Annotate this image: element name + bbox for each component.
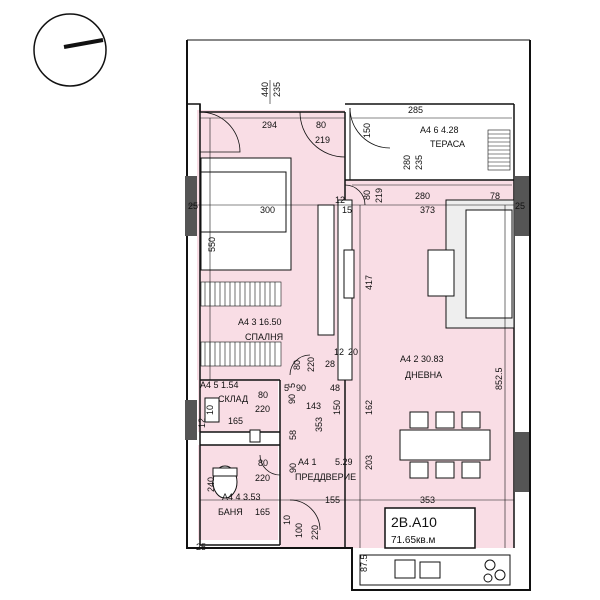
doors [199,107,391,531]
dim-78: 78 [490,191,500,201]
dim-235: 235 [272,82,282,97]
wardrobe [200,281,282,367]
bath-fill [198,445,278,540]
storage-name: СКЛАД [218,394,248,404]
dim-20: 20 [348,347,358,357]
dim-353-a: 353 [314,417,324,432]
dim-58: 58 [288,430,298,440]
dimension-lines [188,80,514,548]
dim-80-b: 80 [362,190,372,200]
dim-417: 417 [364,275,374,290]
unit-tag: 2В.А10 71.65кв.м [384,507,476,549]
hall-name: ПРЕДДВЕРИЕ [295,472,356,482]
dim-10-a: 10 [205,405,215,415]
north-arrow-icon [33,13,107,87]
dim-165-a: 165 [228,416,243,426]
dim-80-e: 80 [258,458,268,468]
dim-12: 12 [335,195,345,205]
terrace-name: ТЕРАСА [430,139,465,149]
dim-155: 155 [325,495,340,505]
dim-203: 203 [364,455,374,470]
dim-852-5: 852.5 [494,367,504,390]
hall-area: 5.29 [335,457,353,467]
storage-id-area: А4 5 1.54 [200,380,239,390]
dim-28: 28 [325,359,335,369]
unit-area: 71.65кв.м [391,535,435,546]
columns [185,176,529,492]
dim-12-b: 12 [334,347,344,357]
dim-240: 240 [206,477,216,492]
dim-373: 373 [420,205,435,215]
dim-5: 5 [284,383,289,393]
dim-80-d: 80 [258,390,268,400]
dim-12-c: 12 [197,418,207,428]
dim-80-c: 80 [292,360,302,370]
hall-id: А4 1 [298,457,317,467]
dim-220-c: 220 [255,473,270,483]
bed [200,157,292,271]
dim-15: 15 [342,205,352,215]
hall-fill [280,380,345,548]
dim-25-left: 25 [188,201,198,211]
dim-5-b: 5 [287,383,297,388]
dim-280-a: 280 [402,155,412,170]
bedroom-id-area: А4 3 16.50 [238,317,282,327]
dim-100: 100 [294,523,304,538]
dim-440: 440 [260,82,270,97]
kitchen-counter [359,554,511,586]
dim-220-d: 220 [310,525,320,540]
coffee-table [427,249,455,297]
dim-162: 162 [364,400,374,415]
dim-143: 143 [306,401,321,411]
dim-25-right: 25 [515,201,525,211]
terrace-fill [350,108,512,180]
dim-165-b: 165 [255,507,270,517]
terrace-box [487,129,511,171]
dim-90-a: 90 [296,383,306,393]
dim-294: 294 [262,120,277,130]
living-id-area: А4 2 30.83 [400,354,444,364]
dim-10-b: 10 [282,515,292,525]
dim-48: 48 [330,383,340,393]
dim-90-c: 90 [288,463,298,473]
unit-code: 2В.А10 [391,514,437,530]
dim-25-bottom: 25 [196,542,206,552]
dimension-texts: 440 235 285 294 80 219 150 280 235 80 21… [188,82,525,572]
living-name: ДНЕВНА [405,370,442,380]
dim-353-b: 353 [420,495,435,505]
dining-table [399,411,491,479]
dim-235-b: 235 [414,155,424,170]
bath-id-area: А4 4 3.53 [222,492,261,502]
dim-80-a: 80 [316,120,326,130]
bath-name: БАНЯ [218,507,243,517]
tv-stand [343,249,355,299]
terrace-id-area: А4 6 4.28 [420,125,459,135]
dim-285: 285 [408,105,423,115]
dim-219-b: 219 [374,188,384,203]
dim-280-b: 280 [415,191,430,201]
dim-150-b: 150 [332,400,342,415]
dim-220-a: 220 [306,357,316,372]
dim-90-b: 90 [287,394,297,404]
dim-550: 550 [207,237,217,252]
dim-220-b: 220 [255,404,270,414]
bath-fixtures [204,397,261,499]
dim-150-a: 150 [362,123,372,138]
bedroom-name: СПАЛНЯ [245,332,283,342]
dim-87-5: 87.5 [359,554,369,572]
sofa [445,199,515,329]
dim-300: 300 [260,205,275,215]
dim-219-a: 219 [315,135,330,145]
